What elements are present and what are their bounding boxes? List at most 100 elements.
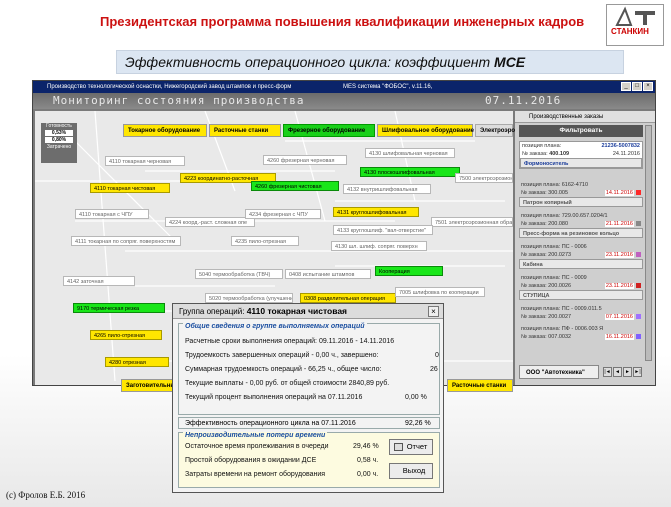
order-number: № заказа: 007.0032 <box>521 334 572 340</box>
category-grinding[interactable]: Шлифовальное оборудование <box>377 124 474 137</box>
op-node[interactable]: 4130 плоскошлифовальная <box>360 167 460 177</box>
op-node[interactable]: 7005 шлифовка по кооперации <box>395 287 485 297</box>
subtitle-mce: MCE <box>494 54 526 70</box>
filter-button[interactable]: Фильтровать <box>519 125 643 137</box>
monitor-bar: Мониторинг состояния производства 07.11.… <box>33 93 655 109</box>
gauge-label-bottom: Затрачено <box>46 144 72 150</box>
op-node[interactable]: 4130 шлифовальная черновая <box>365 148 455 158</box>
orders-scrollbar[interactable] <box>645 125 652 361</box>
tab-production-orders[interactable]: Производственные заказы <box>515 111 655 123</box>
plan-label: позиция плана: <box>522 143 562 149</box>
efficiency-label: Эффективность операционного цикла на 07.… <box>185 420 356 427</box>
nav-last-button[interactable]: ►| <box>633 367 642 377</box>
order-date: 16.11.2016 <box>604 334 634 340</box>
op-node[interactable]: 4224 коорд.-раст. сложная опе <box>165 217 255 227</box>
op-node[interactable]: 4131 круглошлифовальная <box>333 207 419 217</box>
mes-label: MES система "ФОБОС", v.11.16, <box>343 84 433 90</box>
op-node[interactable]: 5020 термообработка (улучшение) <box>205 293 293 303</box>
info-line: Трудоемкость завершенных операций - 0,00… <box>185 352 439 359</box>
gauge-value-2: 0,80% <box>45 137 73 143</box>
dialog-title: Группа операций: 4110 токарная чистовая <box>173 304 443 319</box>
status-swatch <box>636 221 641 227</box>
order-name: Кабина <box>519 259 643 269</box>
status-swatch <box>636 252 641 258</box>
category-turning[interactable]: Токарное оборудование <box>123 124 207 137</box>
dialog-title-value: 4110 токарная чистовая <box>246 306 348 316</box>
op-node[interactable]: 4110 токарная черновая <box>105 156 185 166</box>
op-node[interactable]: 0408 испытание штампов <box>285 269 371 279</box>
order-number: № заказа: 200.0026 <box>521 283 572 289</box>
op-node[interactable]: 4223 координатно-расточная <box>180 173 276 183</box>
maximize-button[interactable]: □ <box>632 82 642 91</box>
op-node[interactable]: 4132 внутришлифовальная <box>343 184 431 194</box>
order-number: № заказа: 200.0273 <box>521 252 572 258</box>
monitor-title: Мониторинг состояния производства <box>53 94 305 107</box>
info-line: Текущие выплаты - 0,00 руб. от общей сто… <box>185 380 390 387</box>
efficiency-line: Эффективность операционного цикла на 07.… <box>178 417 440 429</box>
op-node[interactable]: 4130 шл. шлиф. сопряг. поверхн <box>331 241 427 251</box>
op-node[interactable]: 4142 заточная <box>63 276 135 286</box>
record-navigator: |◄ ◄ ► ►| <box>603 367 642 377</box>
close-window-button[interactable]: × <box>643 82 653 91</box>
info-line: Текущий процент выполнения операций на 0… <box>185 394 427 401</box>
op-node[interactable]: 4234 фрезерная с ЧПУ <box>245 209 321 219</box>
op-node[interactable]: 4280 отрезная <box>105 357 169 367</box>
selected-order[interactable]: позиция плана:21236-5007832 № заказа: 40… <box>519 141 643 169</box>
nav-next-button[interactable]: ► <box>623 367 632 377</box>
op-node[interactable]: 4260 фрезерная черновая <box>263 155 347 165</box>
gauge-label-top: Готовность <box>46 123 72 129</box>
window-title: Производство технологической оснастки, Н… <box>47 84 292 90</box>
general-info-group: Общие сведения о группе выполняемых опер… <box>178 323 440 415</box>
order-label: № заказа: <box>522 151 548 157</box>
item-name: Формоноситель <box>520 158 642 168</box>
logo-mark-icon <box>615 6 655 26</box>
op-node[interactable]: 9170 термическая резка <box>73 303 165 313</box>
order-name: СТУПИЦА <box>519 290 643 300</box>
op-node[interactable]: 4110 токарная с ЧПУ <box>75 209 149 219</box>
status-swatch <box>636 190 641 196</box>
op-node[interactable]: 4260 фрезерная чистовая <box>251 181 339 191</box>
exit-button[interactable]: Выход <box>389 463 433 479</box>
report-button[interactable]: Отчет <box>389 439 433 455</box>
order-name: Патрон копирный <box>519 197 643 207</box>
op-node[interactable]: 4265 пило-отрезная <box>90 330 162 340</box>
window-controls: _ □ × <box>621 82 653 91</box>
op-node[interactable]: 4111 токарная по сопряг. поверхностям <box>71 236 181 246</box>
operation-group-dialog: Группа операций: 4110 токарная чистовая … <box>172 303 444 493</box>
customer-label: ООО "Автотехника" <box>519 365 599 379</box>
order-position: позиция плана: ПС - 0006 <box>521 244 587 250</box>
category-boring[interactable]: Расточные станки <box>209 124 281 137</box>
general-info-title: Общие сведения о группе выполняемых опер… <box>183 323 367 330</box>
order-item[interactable]: позиция плана: ПС - 0006 № заказа: 200.02… <box>519 243 643 272</box>
op-node[interactable]: 5040 термообработка (ТВЧ) <box>195 269 283 279</box>
order-date: 23.11.2016 <box>604 283 634 289</box>
op-node[interactable]: 0308 разделительная операция <box>300 293 396 303</box>
order-number: № заказа: 200.0027 <box>521 314 572 320</box>
category-edm[interactable]: Электроэрозионное <box>475 124 540 137</box>
order-date: 23.11.2016 <box>604 252 634 258</box>
fishbone-canvas: Готовность 0,53% 0,80% Затрачено Токарно… <box>35 111 540 392</box>
category-boring-bottom[interactable]: Расточные станки <box>447 379 513 392</box>
order-date: 21.11.2016 <box>604 221 634 227</box>
nav-first-button[interactable]: |◄ <box>603 367 612 377</box>
category-milling[interactable]: Фрезерное оборудование <box>283 124 375 137</box>
minimize-button[interactable]: _ <box>621 82 631 91</box>
op-node[interactable]: 7501 электроэрозионная обраб <box>431 217 513 227</box>
nav-prev-button[interactable]: ◄ <box>613 367 622 377</box>
op-node-selected[interactable]: 4110 токарная чистовая <box>90 183 170 193</box>
op-node[interactable]: Кооперация <box>375 266 443 276</box>
page-header-title: Президентская программа повышения квалиф… <box>100 14 585 29</box>
order-date: 14.11.2016 <box>604 190 634 196</box>
op-node[interactable]: 7500 электроэрозион <box>455 173 513 183</box>
op-node[interactable]: 4133 круглошлиф. "вал-отверстие" <box>333 225 433 235</box>
op-node[interactable]: 4235 пило-отрезная <box>231 236 299 246</box>
dialog-close-button[interactable]: × <box>428 306 439 317</box>
losses-group: Непроизводительные потери времени Остато… <box>178 432 440 488</box>
